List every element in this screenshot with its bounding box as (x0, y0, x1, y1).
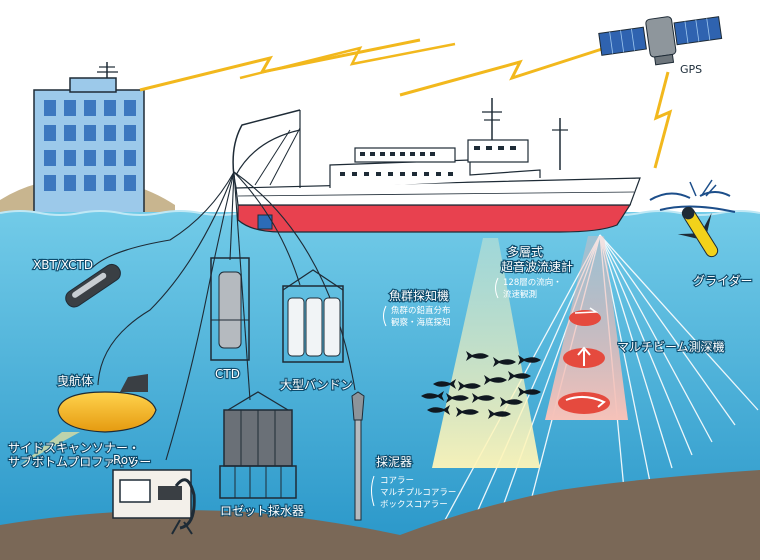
towed-body-label: 曳航体 (57, 373, 93, 388)
fish-finder-label: 魚群探知機 (389, 288, 449, 303)
xbt-label: XBT/XCTD (33, 258, 93, 272)
fish (518, 355, 541, 365)
sampler-item-2: マルチプルコアラー (380, 488, 456, 498)
fish-school (421, 351, 541, 419)
fish (427, 405, 450, 415)
rosette-sampler (219, 391, 297, 499)
fish (446, 393, 469, 403)
fish (456, 407, 479, 417)
glider-label: グライダー (693, 273, 753, 288)
radio-link-building-to-ship (139, 38, 421, 92)
rosette-label: ロゼット採水器 (220, 504, 304, 518)
large-pandon (282, 269, 344, 363)
fish (493, 357, 516, 367)
fish (508, 371, 531, 381)
research-vessel (232, 98, 641, 233)
sampler-label: 採泥器 (376, 455, 412, 469)
adcp-label-line2: 超音波流速計 (501, 259, 573, 274)
gps-link-to-ship (653, 71, 673, 169)
adcp-label-line1: 多層式 (507, 245, 543, 259)
xbt-xctd-probe (65, 263, 121, 308)
fish (488, 409, 511, 419)
seabed (0, 470, 760, 560)
ctd (210, 257, 250, 361)
fish (484, 375, 507, 385)
tow-cables (91, 171, 356, 461)
radio-link-satellite-to-building (239, 42, 456, 80)
fish-finder-item-1: 魚群の鉛直分布 (391, 305, 451, 316)
sampler-bracket (371, 475, 375, 507)
fish (518, 387, 541, 397)
large-pandon-label: 大型バンドン (280, 378, 353, 392)
glider (649, 179, 736, 258)
current-profiler-beam (545, 236, 628, 420)
fish (458, 381, 481, 391)
fish (466, 351, 489, 361)
adcp-item-1: 128層の流向・ (503, 277, 562, 288)
corer-sampler (351, 391, 365, 521)
fish (472, 393, 495, 403)
adcp-item-2: 流速観測 (503, 289, 537, 300)
rov-label: Rov (113, 453, 135, 467)
side-scan-label-line2: サブボトムプロファイラー (8, 454, 151, 469)
sampler-item-3: ボックスコアラー (380, 500, 448, 510)
multibeam-label: マルチビーム測深機 (617, 339, 725, 354)
rov (112, 469, 196, 535)
towed-body (20, 374, 157, 465)
ctd-label: CTD (215, 367, 240, 381)
gps-label: GPS (680, 63, 702, 76)
current-arrows (558, 307, 610, 414)
adcp-bracket (495, 277, 499, 299)
fish (500, 397, 523, 407)
fish (421, 391, 444, 401)
shore-station-building (33, 62, 145, 219)
fish (433, 379, 456, 389)
sampler-item-1: コアラー (380, 476, 414, 486)
side-scan-label-line1: サイドスキャンソナー・ (8, 441, 140, 455)
fish-finder-item-2: 観察・海底探知 (391, 317, 451, 328)
gps-satellite (598, 16, 723, 66)
radio-link-satellite (399, 38, 631, 97)
fish-finder-bracket (383, 305, 387, 327)
